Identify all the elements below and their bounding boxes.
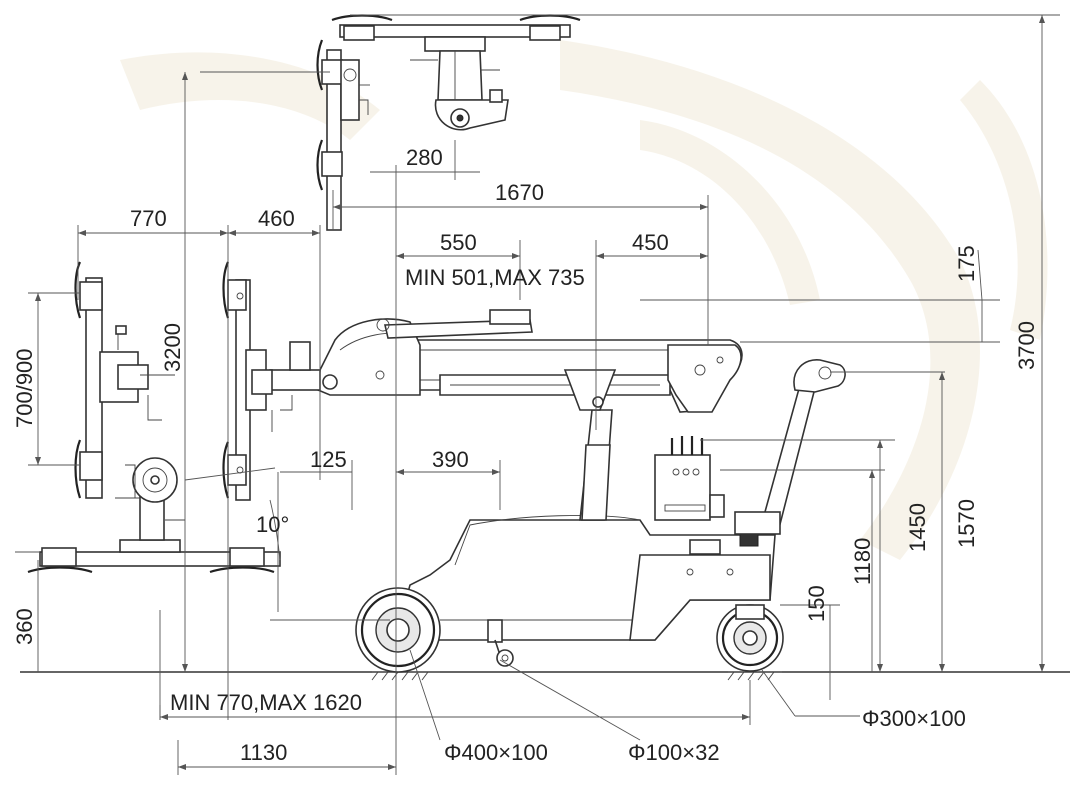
suction-frame-horizontal <box>27 457 281 574</box>
machine-body <box>258 309 846 641</box>
dim-450: 450 <box>632 230 669 255</box>
front-wheel-size: Φ400×100 <box>444 740 548 765</box>
dim-1570: 1570 <box>954 499 979 548</box>
caster-wheel-size: Φ100×32 <box>628 740 720 765</box>
dim-150: 150 <box>804 585 829 622</box>
dim-min770-max1620: MIN 770,MAX 1620 <box>170 690 362 715</box>
suction-frame-top <box>331 14 581 131</box>
dim-360: 360 <box>12 608 37 645</box>
dim-460: 460 <box>258 206 295 231</box>
dim-3700: 3700 <box>1014 321 1039 370</box>
dim-175: 175 <box>954 245 979 282</box>
dim-1670: 1670 <box>495 180 544 205</box>
ground-hatch-rear <box>727 671 782 681</box>
caster-wheel <box>487 619 514 667</box>
suction-frame-side <box>316 39 370 231</box>
dim-3200: 3200 <box>160 323 185 372</box>
rear-wheel <box>716 604 784 672</box>
dim-1450: 1450 <box>905 503 930 552</box>
dim-1130: 1130 <box>240 740 287 765</box>
rear-wheel-size: Φ300×100 <box>862 706 966 731</box>
dim-550: 550 <box>440 230 477 255</box>
dim-280: 280 <box>406 145 443 170</box>
dimension-labels: 770 460 280 1670 550 450 MIN 501,MAX 735… <box>12 145 1039 765</box>
dim-1180: 1180 <box>850 538 875 585</box>
suction-frame-vertical <box>222 261 273 501</box>
dimension-arrows <box>35 15 1045 770</box>
angle-10: 10° <box>256 512 289 537</box>
dim-125: 125 <box>310 447 347 472</box>
suction-frame-left <box>74 261 175 499</box>
dim-770: 770 <box>130 206 167 231</box>
ground-hatch-front <box>371 671 440 681</box>
dim-700-900: 700/900 <box>12 348 37 428</box>
dim-390: 390 <box>432 447 469 472</box>
dimension-lines <box>15 14 1060 775</box>
dim-min501-max735: MIN 501,MAX 735 <box>405 265 585 290</box>
front-wheel <box>355 587 441 673</box>
